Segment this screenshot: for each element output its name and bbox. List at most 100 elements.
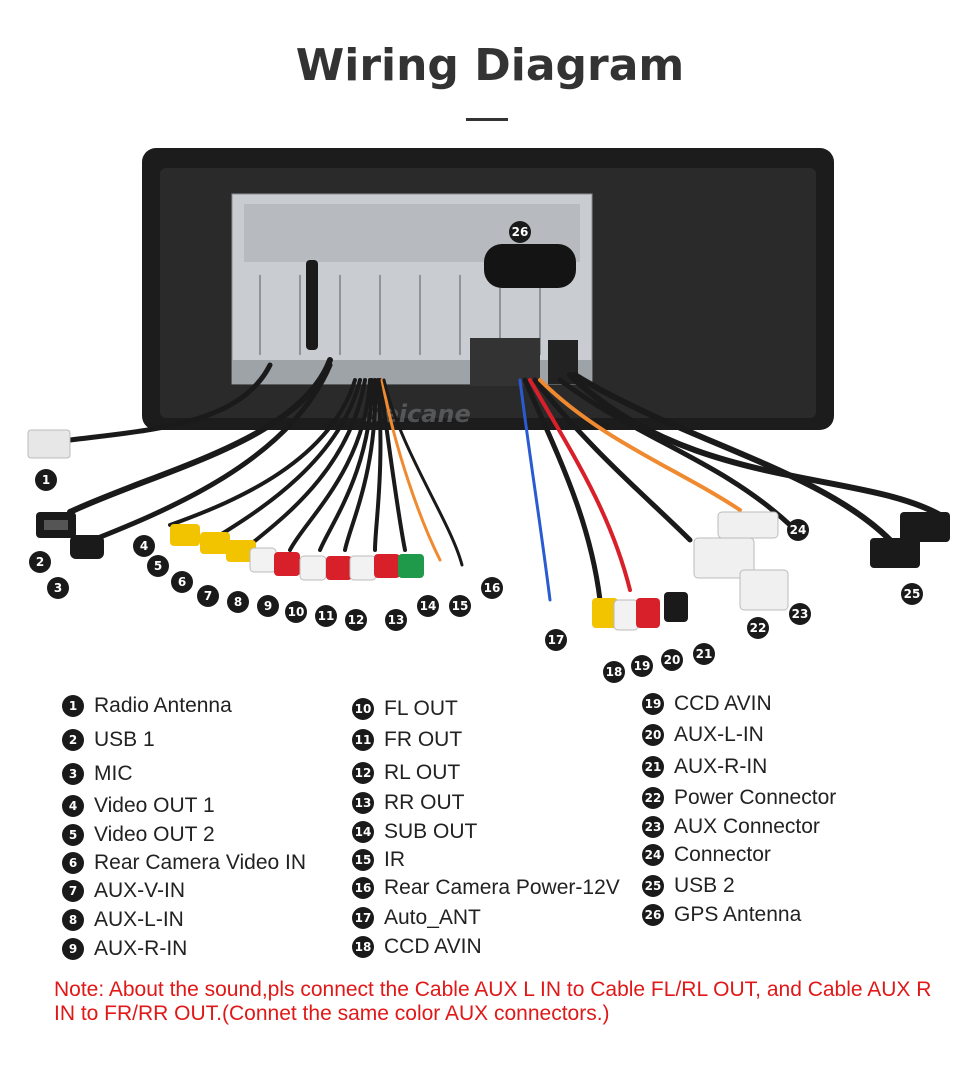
svg-text:9: 9	[264, 599, 272, 613]
legend-number-badge: 15	[352, 849, 374, 871]
svg-text:17: 17	[548, 633, 565, 647]
legend-item-10: 10 FL OUT	[352, 697, 458, 721]
legend-label: Video OUT 1	[94, 794, 215, 817]
diagram-badge-20: 20	[661, 649, 683, 671]
legend-item-24: 24 Connector	[642, 843, 771, 867]
legend-label: AUX-V-IN	[94, 879, 186, 902]
legend-number-badge: 24	[642, 844, 664, 866]
legend-label: AUX-R-IN	[94, 937, 188, 960]
legend-number-badge: 12	[352, 762, 374, 784]
diagram-badge-22: 22	[747, 617, 769, 639]
legend-number-badge: 14	[352, 821, 374, 843]
mic-jack	[70, 535, 104, 559]
diagram-badge-14: 14	[417, 595, 439, 617]
legend-number-badge: 2	[62, 729, 84, 751]
diagram-badge-9: 9	[257, 595, 279, 617]
legend-label: Connector	[674, 843, 771, 866]
svg-text:4: 4	[140, 539, 148, 553]
legend-label: USB 2	[674, 874, 735, 897]
rca-group-left	[170, 524, 424, 581]
legend-label: IR	[384, 848, 405, 871]
legend-number-badge: 18	[352, 936, 374, 958]
legend-item-4: 4 Video OUT 1	[62, 794, 215, 818]
legend-item-23: 23 AUX Connector	[642, 815, 820, 839]
legend-item-12: 12 RL OUT	[352, 761, 460, 785]
diagram-badge-8: 8	[227, 591, 249, 613]
diagram-badge-16: 16	[481, 577, 503, 599]
legend-number-badge: 6	[62, 852, 84, 874]
diagram-badge-5: 5	[147, 555, 169, 577]
legend-label: CCD AVIN	[384, 935, 482, 958]
svg-text:7: 7	[204, 589, 212, 603]
diagram-badge-3: 3	[47, 577, 69, 599]
legend-label: FR OUT	[384, 728, 463, 751]
legend-number-badge: 19	[642, 693, 664, 715]
diagram-badge-10: 10	[285, 601, 307, 623]
legend-number-badge: 1	[62, 695, 84, 717]
legend-number-badge: 10	[352, 698, 374, 720]
svg-text:22: 22	[750, 621, 767, 635]
legend-label: RL OUT	[384, 761, 461, 784]
diagram-badge-24: 24	[787, 519, 809, 541]
legend-number-badge: 7	[62, 880, 84, 902]
legend-number-badge: 8	[62, 909, 84, 931]
legend-item-18: 18 CCD AVIN	[352, 935, 482, 959]
diagram-badge-2: 2	[29, 551, 51, 573]
legend-label: AUX-R-IN	[674, 755, 768, 778]
legend-number-badge: 4	[62, 795, 84, 817]
usb2-connector	[900, 512, 950, 542]
legend-number-badge: 25	[642, 875, 664, 897]
legend-number-badge: 26	[642, 904, 664, 926]
legend-label: Auto_ANT	[384, 906, 481, 929]
legend-label: FL OUT	[384, 697, 458, 720]
legend-number-badge: 13	[352, 792, 374, 814]
svg-text:14: 14	[420, 599, 437, 613]
legend-number-badge: 23	[642, 816, 664, 838]
svg-text:8: 8	[234, 595, 242, 609]
legend-item-15: 15 IR	[352, 848, 405, 872]
page-title: Wiring Diagram	[295, 40, 685, 91]
svg-text:16: 16	[484, 581, 501, 595]
svg-text:1: 1	[42, 473, 50, 487]
legend-item-8: 8 AUX-L-IN	[62, 908, 184, 932]
legend-label: Video OUT 2	[94, 823, 215, 846]
svg-text:3: 3	[54, 581, 62, 595]
diagram-badge-21: 21	[693, 643, 715, 665]
legend-item-5: 5 Video OUT 2	[62, 823, 215, 847]
svg-text:26: 26	[512, 225, 529, 239]
diagram-badge-4: 4	[133, 535, 155, 557]
diagram-badge-19: 19	[631, 655, 653, 677]
legend-item-9: 9 AUX-R-IN	[62, 937, 187, 961]
note-text: Note: About the sound,pls connect the Ca…	[54, 978, 932, 1025]
title-underline	[466, 118, 508, 121]
diagram-badge-18: 18	[603, 661, 625, 683]
svg-text:2: 2	[36, 555, 44, 569]
svg-text:13: 13	[388, 613, 405, 627]
legend-item-25: 25 USB 2	[642, 874, 735, 898]
svg-text:18: 18	[606, 665, 623, 679]
diagram-badge-15: 15	[449, 595, 471, 617]
svg-text:23: 23	[792, 607, 809, 621]
svg-text:24: 24	[790, 523, 807, 537]
legend-number-badge: 5	[62, 824, 84, 846]
diagram-badge-6: 6	[171, 571, 193, 593]
legend-label: AUX-L-IN	[94, 908, 184, 931]
legend-label: AUX Connector	[674, 815, 820, 838]
rca-group-right	[592, 592, 688, 631]
svg-text:21: 21	[696, 647, 713, 661]
wiring-photo-illustration: Seicane	[27, 148, 950, 683]
legend-number-badge: 9	[62, 938, 84, 960]
svg-text:5: 5	[154, 559, 162, 573]
aux-connector	[739, 569, 789, 611]
diagram-badge-12: 12	[345, 609, 367, 631]
